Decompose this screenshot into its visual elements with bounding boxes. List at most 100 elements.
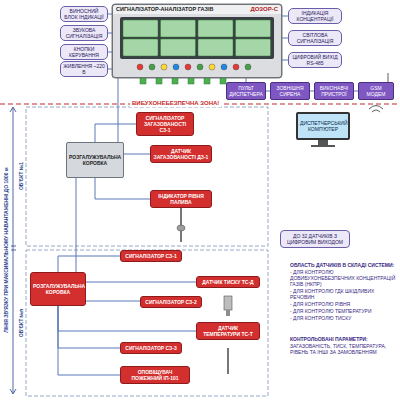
cable-gland [188,78,194,84]
display-cell [161,20,196,37]
control-button [245,64,251,70]
node-text: ЖИВЛЕННЯ ~220 В [63,63,105,75]
output-device-box: ВИКОНАВЧІ ПРИСТРОЇ [314,82,354,100]
control-button [161,64,167,70]
node-text: ПУЛЬТ ДИСПЕТЧЕРА [229,85,263,97]
cable-line [95,178,150,199]
cable-gland [156,78,162,84]
controller-header [113,5,281,14]
cable-line [58,256,120,272]
node-text: ДАТЧИК ТИСКУ ТС-Д [199,279,257,285]
note-line: - ДЛЯ КОНТРОЛЮ ТЕМПЕРАТУРИ [290,308,396,314]
display-cell [236,20,271,37]
note-line: - ДЛЯ КОНТРОЛЮ ТИСКУ [290,315,396,321]
note-line: - ДЛЯ КОНТРОЛЮ ДОВИБУХОНЕБЕЗПЕЧНИХ КОНЦЕ… [290,269,396,287]
line-bracket [10,107,16,394]
object-1-frame [26,107,268,246]
line-length-note: ЛІНІЯ ЗВ'ЯЗКУ ПРИ МАКСИМАЛЬНОМУ НАВАНТАЖ… [3,166,9,333]
callout-bubble: СВІТЛОВА СИГНАЛІЗАЦІЯ [288,30,342,46]
control-button [185,64,191,70]
sensor-box: РОЗГАЛУЖУВАЛЬНА КОРОБКА [30,272,86,306]
sensor-box: СИГНАЛІЗАТОР СЗ-2 [140,296,202,308]
object-label: ОБ'ЄКТ №1 [18,161,24,191]
node-text: РОЗГАЛУЖУВАЛЬНА КОРОБКА [69,154,121,166]
zone-warning: ВИБУХОНЕБЕЗПЕЧНА ЗОНА! [130,100,221,107]
display-frame [120,17,274,59]
probe-thread [226,310,230,316]
sensor-box: ДАТЧИК ТЕМПЕРАТУРИ ТС-Т [196,322,260,340]
object-label: ОБ'ЄКТ №n [18,308,24,338]
sensor-box: ІНДИКАТОР РІВНЯ ПАЛИВА [150,190,212,208]
note-block: ОБЛАСТЬ ДАТЧИКІВ В СКЛАДІ СИСТЕМИ:- ДЛЯ … [290,262,396,321]
callout-bubble: ІНДИКАЦІЯ КОНЦЕНТРАЦІЇ [288,8,342,24]
cable-gland [172,78,178,84]
node-text: ВИНОСНИЙ БЛОК ІНДИКАЦІЇ [63,8,105,20]
control-button [197,64,203,70]
node-text: СИГНАЛІЗАТОР СЗ-1 [123,253,179,259]
sensor-box: СИГНАЛІЗАТОР СЗ-1 [120,250,182,262]
bracket-line [13,108,14,393]
output-device-box: ПУЛЬТ ДИСПЕТЧЕРА [226,82,266,100]
node-text: ВИКОНАВЧІ ПРИСТРОЇ [317,85,351,97]
display-cell [198,20,233,37]
cable-gland [140,78,146,84]
control-button [221,64,227,70]
callout-bubble: ЗВУКОВА СИГНАЛІЗАЦІЯ [60,25,108,41]
level-probe [177,208,185,242]
monitor-neck [318,140,328,145]
cable-line [58,306,196,331]
note-line: КОНТРОЛЬОВАНІ ПАРАМЕТРИ: [290,336,396,342]
note-block: КОНТРОЛЬОВАНІ ПАРАМЕТРИ:ЗАГАЗОВАНІСТЬ, Т… [290,336,396,355]
cable-line [118,78,119,142]
cable-line [58,306,120,375]
object-frames [26,107,268,396]
sensor-box: ДАТЧИК ЗАГАЗОВАНОСТІ ДЗ-1 [150,145,212,163]
node-text: КНОПКИ КЕРУВАННЯ [63,46,105,58]
node-text: СВІТЛОВА СИГНАЛІЗАЦІЯ [291,32,339,44]
cable-line [86,282,196,283]
display-cell [198,39,233,56]
cable-line [86,301,140,302]
node-text: ЗОВНІШНЯ СИРЕНА [273,85,307,97]
callout-bubble: ЖИВЛЕННЯ ~220 В [60,61,108,77]
note-line: ОБЛАСТЬ ДАТЧИКІВ В СКЛАДІ СИСТЕМИ: [290,262,396,268]
note-line: - ДЛЯ КОНТРОЛЮ РІВНЯ [290,301,396,307]
node-text: СИГНАЛІЗАТОР СЗ-3 [123,345,179,351]
note-box: ДО 32 ДАТЧИКІВ З ЦИФРОВИМ ВИХОДОМ [280,230,350,248]
device-title: СИГНАЛІЗАТОР-АНАЛІЗАТОР ГАЗІВ [116,6,234,13]
bracket-arrows [10,107,16,394]
cable-gland [204,78,210,84]
node-text: ІНДИКАЦІЯ КОНЦЕНТРАЦІЇ [291,10,339,22]
node-text: ЦИФРОВИЙ ВИХІД RS-485 [291,54,339,66]
bracket-ticks [11,246,16,250]
controller-box: СИГНАЛІЗАТОР-АНАЛІЗАТОР ГАЗІВДОЗОР-С [112,4,282,78]
control-button [209,64,215,70]
control-button [137,64,143,70]
probe-rod [227,348,229,374]
control-button [173,64,179,70]
junction-box: РОЗГАЛУЖУВАЛЬНА КОРОБКА [66,142,124,178]
sensor-box: ОПОВІЩУВАЧ ПОЖЕЖНИЙ ІП-101 [120,366,190,384]
callout-bubble: КНОПКИ КЕРУВАННЯ [60,44,108,60]
probe-float [177,225,185,231]
cable-line [95,124,136,142]
node-text: ДАТЧИК ТЕМПЕРАТУРИ ТС-Т [199,325,257,337]
note-line: ЗАГАЗОВАНІСТЬ, ТИСК, ТЕМПЕРАТУРА, РІВЕНЬ… [290,343,396,355]
note-line: - ДЛЯ КОНТРОЛЮ ГДК ШКІДЛИВИХ РЕЧОВИН [290,288,396,300]
node-text: ОПОВІЩУВАЧ ПОЖЕЖНИЙ ІП-101 [123,369,187,381]
monitor-screen: ДИСПЕТЧЕРСЬКИЙ КОМП'ЮТЕР [296,112,350,140]
object-n-frame [26,250,268,396]
temperature-probe [228,348,229,374]
display-cell [161,39,196,56]
node-text: РОЗГАЛУЖУВАЛЬНА КОРОБКА [33,283,83,295]
display-cell [123,39,158,56]
node-text: ЗВУКОВА СИГНАЛІЗАЦІЯ [63,27,105,39]
display-cell [236,39,271,56]
control-button [149,64,155,70]
node-text: СИГНАЛІЗАТОР ЗАГАЗОВАНОСТІ СЗ-1 [139,115,191,133]
monitor-base [311,145,335,147]
node-text: GSM МОДЕМ [361,85,391,97]
pressure-probe [224,296,232,316]
display-cell [123,20,158,37]
